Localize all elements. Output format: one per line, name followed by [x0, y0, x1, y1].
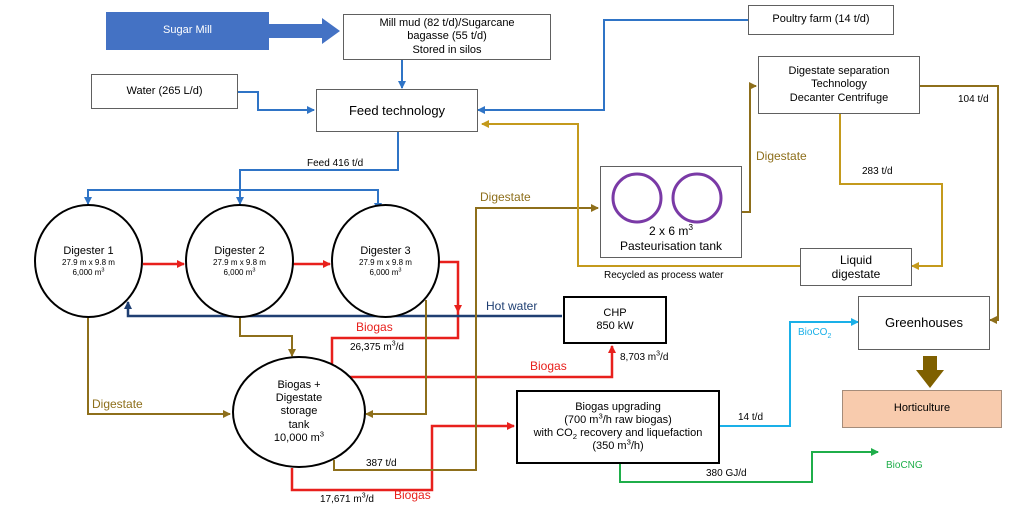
biogas-label-1: Biogas	[356, 320, 393, 334]
digester-1-name: Digester 1	[63, 244, 114, 257]
water-to-feed-line	[238, 91, 315, 114]
separation-283-line	[839, 114, 943, 270]
storage-line-1: Biogas +	[277, 379, 321, 392]
tank-circle-right	[671, 172, 723, 224]
storage-line-4: tank	[288, 418, 310, 431]
pasteurisation-tank-box: 2 x 6 m3 Pasteurisation tank	[600, 166, 742, 258]
digestate-label-left: Digestate	[92, 397, 143, 411]
upgrading-line-2: (700 m3/h raw biogas)	[564, 411, 672, 426]
feed-rate-label: Feed 416 t/d	[307, 158, 364, 169]
greenhouses-box: Greenhouses	[858, 296, 990, 350]
horticulture-arrow	[916, 356, 944, 388]
recycled-water-label: Recycled as process water	[604, 270, 724, 281]
digester-2-dims: 27.9 m x 9.8 m	[213, 258, 266, 267]
bioco2-line	[720, 318, 859, 427]
mill-mud-box: Mill mud (82 t/d)/Sugarcane bagasse (55 …	[343, 14, 551, 60]
hot-water-line	[124, 301, 562, 318]
mill-mud-line-1: Mill mud (82 t/d)/Sugarcane	[379, 17, 515, 30]
biogas-label-2: Biogas	[530, 359, 567, 373]
storage-to-upgrading-line	[290, 422, 515, 492]
flow-104-label: 104 t/d	[958, 94, 989, 105]
horticulture-box: Horticulture	[842, 390, 1002, 428]
pasteurisation-to-separation-line	[742, 82, 757, 213]
sugar-mill-box: Sugar Mill	[106, 12, 269, 50]
recycle-water-line	[481, 120, 800, 267]
biogas-to-storage-line	[328, 312, 460, 373]
pasteurisation-size: 2 x 6 m3	[648, 222, 694, 239]
d3-to-chp-biogas-line	[434, 260, 462, 313]
liquid-digestate-line-2: digestate	[831, 267, 881, 281]
chp-line-2: 850 kW	[596, 320, 634, 332]
d3-digestate-line	[365, 300, 427, 418]
storage-tank: Biogas + Digestate storage tank 10,000 m…	[232, 356, 366, 468]
mill-mud-line-3: Stored in silos	[412, 43, 482, 56]
storage-line-3: storage	[280, 405, 318, 418]
water-box: Water (265 L/d)	[91, 74, 238, 109]
upgrading-line-3: with CO2 recovery and liquefaction	[533, 427, 703, 442]
poultry-to-feed-line	[477, 19, 748, 114]
greenhouses-label: Greenhouses	[884, 315, 964, 331]
separation-line-1: Digestate separation	[788, 65, 890, 78]
poultry-farm-label: Poultry farm (14 t/d)	[772, 13, 870, 26]
flow-8703-label: 8,703 m3/d	[620, 350, 669, 363]
digester-3: Digester 3 27.9 m x 9.8 m 6,000 m3	[331, 204, 440, 318]
biocng-line	[619, 448, 879, 483]
water-label: Water (265 L/d)	[126, 84, 203, 97]
feed-down-line	[236, 132, 399, 205]
storage-line-2: Digestate	[275, 392, 323, 405]
chp-line-1: CHP	[603, 306, 627, 319]
flow-380-label: 380 GJ/d	[706, 468, 747, 479]
digestate-label-right: Digestate	[756, 149, 807, 163]
hot-water-label: Hot water	[486, 299, 538, 313]
digestate-separation-box: Digestate separation Technology Decanter…	[758, 56, 920, 114]
separation-line-2: Technology	[811, 78, 867, 91]
biogas-label-3: Biogas	[394, 488, 431, 502]
flow-387-label: 387 t/d	[366, 458, 397, 469]
separation-104-line	[920, 85, 999, 324]
chp-box: CHP 850 kW	[563, 296, 667, 344]
storage-volume: 10,000 m3	[273, 429, 325, 444]
tank-circle-left	[611, 172, 663, 224]
digester-2-name: Digester 2	[214, 244, 265, 257]
feed-technology-box: Feed technology	[316, 89, 478, 132]
d1-digestate-line	[87, 318, 231, 418]
digester-3-dims: 27.9 m x 9.8 m	[359, 258, 412, 267]
biocng-label: BioCNG	[886, 460, 923, 471]
d2-digestate-line	[239, 318, 296, 357]
flow-17671-label: 17,671 m3/d	[320, 492, 374, 505]
flow-26375-label: 26,375 m3/d	[350, 340, 404, 353]
digester-3-volume: 6,000 m3	[369, 266, 402, 277]
liquid-digestate-box: Liquid digestate	[800, 248, 912, 286]
horticulture-label: Horticulture	[893, 402, 951, 415]
mill-mud-line-2: bagasse (55 t/d)	[407, 30, 487, 43]
bioco2-label: BioCO2	[798, 327, 832, 340]
digester-2: Digester 2 27.9 m x 9.8 m 6,000 m3	[185, 204, 294, 318]
digester-1-dims: 27.9 m x 9.8 m	[62, 258, 115, 267]
digester-1-volume: 6,000 m3	[72, 266, 105, 277]
sugar-mill-arrow	[269, 18, 340, 44]
digester-1: Digester 1 27.9 m x 9.8 m 6,000 m3	[34, 204, 143, 318]
sugar-mill-label: Sugar Mill	[163, 24, 212, 37]
separation-line-3: Decanter Centrifuge	[789, 91, 889, 104]
digester-2-volume: 6,000 m3	[223, 266, 256, 277]
pasteurisation-label: Pasteurisation tank	[619, 238, 723, 253]
feed-technology-label: Feed technology	[348, 102, 446, 118]
liquid-digestate-line-1: Liquid	[839, 252, 873, 267]
flow-14-label: 14 t/d	[738, 412, 764, 423]
upgrading-line-1: Biogas upgrading	[575, 400, 661, 413]
biogas-upgrading-box: Biogas upgrading (700 m3/h raw biogas) w…	[516, 390, 720, 464]
poultry-farm-box: Poultry farm (14 t/d)	[748, 5, 894, 35]
digestate-label-top: Digestate	[480, 190, 531, 204]
flow-283-label: 283 t/d	[862, 166, 893, 177]
storage-digestate-out-line	[333, 204, 599, 471]
digester-3-name: Digester 3	[360, 244, 411, 257]
upgrading-line-4: (350 m3/h)	[592, 437, 644, 453]
